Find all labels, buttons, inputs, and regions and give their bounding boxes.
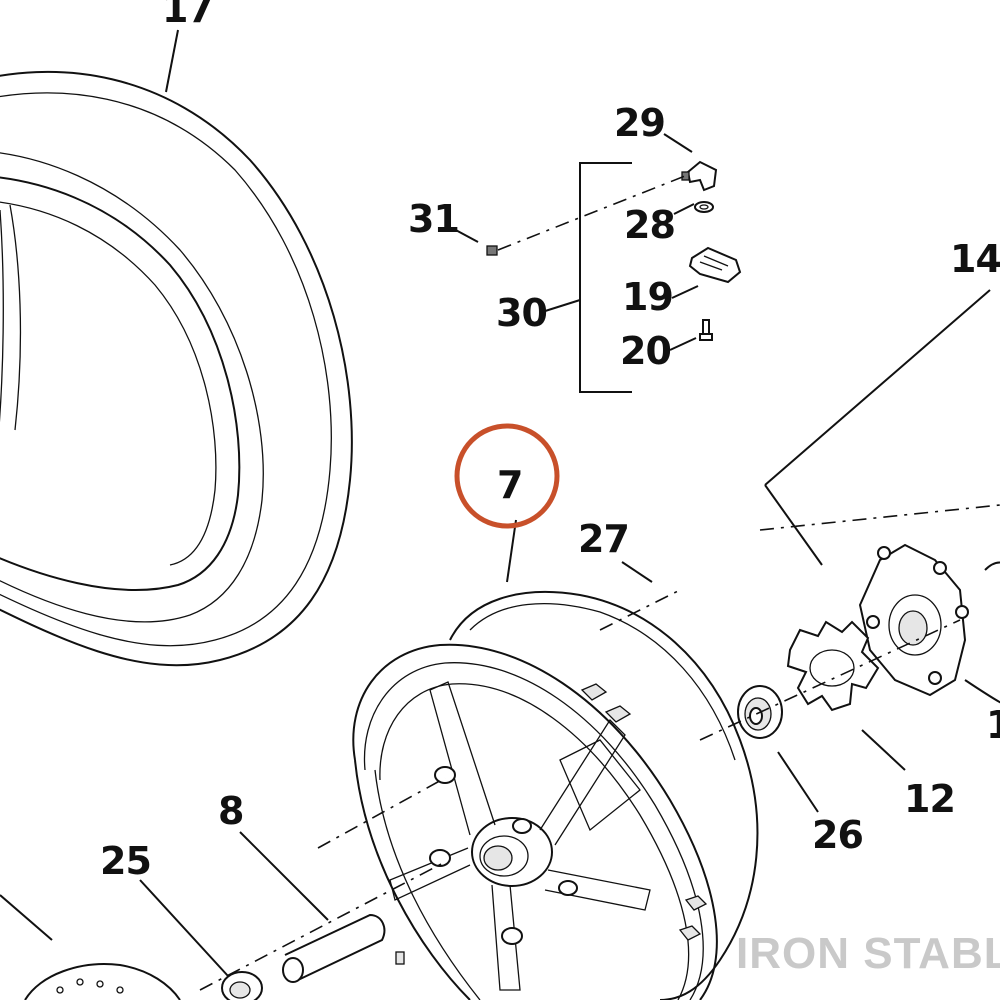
wheel: [352, 591, 759, 1000]
callout-1-partial: 1: [986, 703, 1000, 747]
tire: [0, 70, 353, 667]
callout-27: 27: [578, 517, 629, 561]
highlight-circle: [454, 423, 560, 529]
sensor-parts: [486, 160, 742, 341]
callout-25: 25: [100, 839, 151, 883]
callout-26: 26: [812, 813, 863, 857]
callout-7: 7: [497, 463, 522, 507]
callout-12: 12: [904, 777, 955, 821]
callout-19: 19: [622, 275, 673, 319]
watermark: IRON STABLE: [736, 929, 1000, 978]
callout-28: 28: [624, 203, 675, 247]
callout-29: 29: [614, 101, 665, 145]
callout-20: 20: [620, 329, 671, 373]
leader-lines: [0, 29, 1000, 991]
callout-31: 31: [408, 197, 459, 241]
drive-parts: [737, 289, 1000, 739]
callout-14: 14: [950, 237, 1000, 281]
callout-8: 8: [218, 789, 243, 833]
callout-17: 17: [162, 0, 213, 31]
axle-parts: [24, 913, 405, 1000]
callout-30: 30: [496, 291, 547, 335]
